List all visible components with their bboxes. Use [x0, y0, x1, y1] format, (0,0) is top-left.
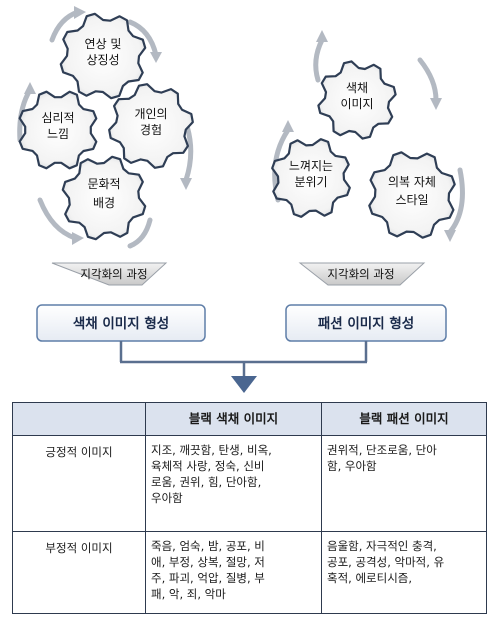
gear-label-atmosphere-line1: 느껴지는 [289, 159, 333, 173]
gear-label-psychological-line2: 느낌 [47, 127, 69, 141]
result-label-fashion: 패션 이미지 형성 [318, 315, 414, 332]
gear-label-style-line1: 의복 자체 [388, 175, 436, 189]
arrowheads-right [282, 30, 456, 242]
text-line: 지조, 깨끗함, 탄생, 비옥, [151, 443, 272, 457]
gear-label-color-image-line1: 색채 [346, 81, 368, 95]
gear-label-atmosphere-line2: 분위기 [294, 175, 327, 189]
gear-association [59, 12, 147, 100]
text-line: 음울함, 자극적인 충격, [327, 539, 437, 553]
text-line: 로움, 권위, 힘, 단아함, [151, 475, 262, 489]
gear-label-color-image-line2: 이미지 [340, 97, 373, 111]
cell-negative-color: 죽음, 엄숙, 밤, 공포, 비 애, 부정, 상복, 절망, 저 주, 파괴,… [145, 531, 322, 614]
gear-label-cultural-line1: 문화적 [87, 177, 120, 191]
text-line: 애, 부정, 상복, 절망, 저 [151, 555, 265, 569]
gear-label-style-line2: 스타일 [395, 193, 428, 207]
gear-label-psychological-line1: 심리적 [41, 111, 74, 125]
merge-connector [119, 341, 368, 378]
cell-positive-color: 지조, 깨끗함, 탄생, 비옥, 육체적 사랑, 정숙, 신비 로움, 권위, … [145, 435, 322, 532]
process-label-left: 지각화의 과정 [80, 267, 147, 281]
image-formation-diagram: 연상 및 상징성 심리적 느낌 개인의 경험 문화적 배경 색채 이미지 느껴지… [17, 6, 465, 393]
gear-psychological [18, 90, 98, 170]
text-line: 죽음, 엄숙, 밤, 공포, 비 [151, 539, 265, 553]
text-line: 육체적 사랑, 정숙, 신비 [151, 459, 265, 473]
table-row-negative: 부정적 이미지 죽음, 엄숙, 밤, 공포, 비 애, 부정, 상복, 절망, … [12, 531, 487, 614]
gear-personal [108, 83, 194, 169]
gear-color-image [317, 60, 397, 140]
gear-atmosphere [271, 138, 351, 218]
text-line: 패, 악, 죄, 악마 [151, 587, 226, 601]
row-label-negative: 부정적 이미지 [12, 531, 146, 614]
text-line: 함, 우아함 [327, 459, 377, 473]
header-black-color-image: 블랙 색채 이미지 [145, 402, 322, 436]
text-line: 혹적, 에로티시즘, [327, 571, 413, 585]
gear-label-cultural-line2: 배경 [93, 196, 115, 210]
gear-label-association-line1: 연상 및 [85, 37, 122, 51]
black-image-table: 블랙 색채 이미지 블랙 패션 이미지 긍정적 이미지 지조, 깨끗함, 탄생,… [12, 402, 487, 614]
cell-negative-fashion: 음울함, 자극적인 충격, 공포, 공격성, 악마적, 유 혹적, 에로티시즘, [321, 531, 487, 614]
header-empty [12, 402, 146, 436]
table-header-row: 블랙 색채 이미지 블랙 패션 이미지 [12, 402, 487, 436]
process-chevron-left [51, 262, 168, 286]
comparison-table: 블랙 색채 이미지 블랙 패션 이미지 긍정적 이미지 지조, 깨끗함, 탄생,… [12, 402, 487, 614]
process-label-right: 지각화의 과정 [327, 267, 394, 281]
row-label-positive: 긍정적 이미지 [12, 435, 146, 532]
header-black-fashion-image: 블랙 패션 이미지 [321, 402, 487, 436]
text-line: 권위적, 단조로움, 단아 [327, 443, 437, 457]
text-line: 공포, 공격성, 악마적, 유 [327, 555, 445, 569]
text-line: 우아함 [151, 491, 183, 505]
cell-positive-fashion: 권위적, 단조로움, 단아 함, 우아함 [321, 435, 487, 532]
arrowheads-left [24, 6, 192, 245]
gear-style [368, 151, 456, 239]
gears-layer [18, 12, 456, 241]
merge-arrowhead [231, 376, 257, 393]
table-row-positive: 긍정적 이미지 지조, 깨끗함, 탄생, 비옥, 육체적 사랑, 정숙, 신비 … [12, 435, 487, 532]
gear-label-personal-line1: 개인의 [134, 107, 167, 121]
gear-label-personal-line2: 경험 [140, 123, 162, 137]
gear-cultural [61, 155, 147, 241]
process-chevron-right [298, 262, 426, 286]
gear-label-association-line2: 상징성 [86, 53, 119, 67]
text-line: 주, 파괴, 억압, 질병, 부 [151, 571, 265, 585]
result-label-color: 색채 이미지 형성 [73, 315, 169, 332]
